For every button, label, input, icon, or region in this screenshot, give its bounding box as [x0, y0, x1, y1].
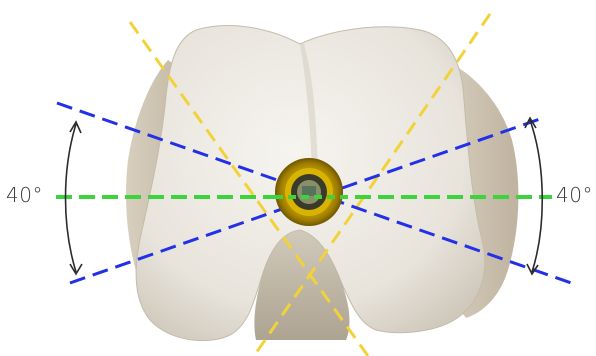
angle-label-right: 40°	[556, 185, 593, 205]
gold-implant-ring-icon	[275, 158, 343, 226]
angle-label-left: 40°	[6, 185, 43, 205]
